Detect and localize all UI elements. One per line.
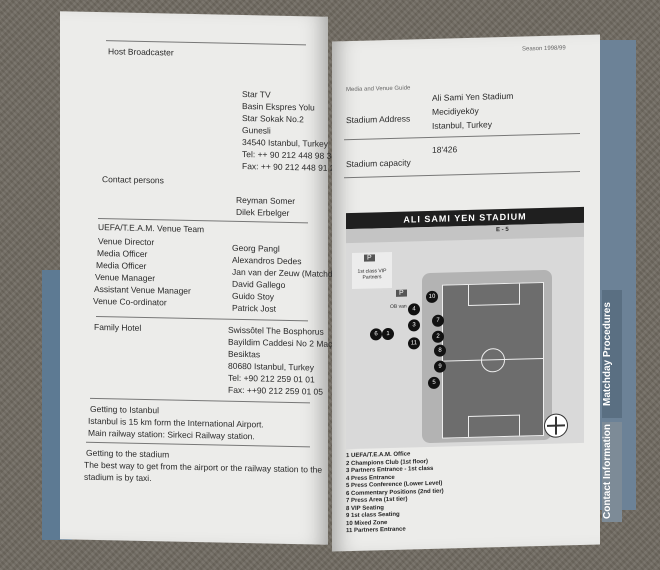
getting-stadium-text: stadium is by taxi. [84, 471, 152, 484]
hotel-address-line: Swissôtel The Bosphorus [228, 324, 324, 337]
contact-name: Reyman Somer [236, 194, 296, 207]
hotel-address-line: 80680 Istanbul, Turkey [228, 360, 315, 373]
map-marker: 3 [408, 319, 420, 332]
season-header: Season 1998/99 [522, 45, 566, 53]
getting-istanbul-title: Getting to Istanbul [90, 403, 159, 416]
stadium-map: ALI SAMI YEN STADIUM E - 5 P 1st class V… [346, 206, 584, 450]
divider [90, 397, 310, 404]
tab-contact-information[interactable]: Contact Information [602, 422, 622, 522]
team-role: Media Officer [96, 259, 147, 272]
parking-icon: P [364, 254, 375, 262]
host-address-line: Star TV [242, 89, 271, 100]
host-address-line: 34540 Istanbul, Turkey [242, 137, 329, 149]
team-member-name: Patrick Jost [232, 302, 276, 314]
hotel-address-line: Bayildim Caddesi No 2 Maçka [228, 336, 342, 350]
address-line: Ali Sami Yen Stadium [432, 90, 514, 103]
hotel-address-line: Fax: ++90 212 259 01 05 [228, 384, 323, 397]
team-member-name: Guido Stoy [232, 290, 275, 302]
parking-label: 1st class VIP Partners [357, 268, 387, 281]
getting-stadium-title: Getting to the stadium [86, 447, 170, 460]
contact-name: Dilek Erbelger [236, 206, 290, 218]
venue-team-label: UEFA/T.E.A.M. Venue Team [98, 221, 205, 235]
team-member-name: Georg Pangl [232, 242, 280, 254]
map-marker: 11 [408, 337, 420, 350]
team-member-name: David Gallego [232, 278, 286, 290]
divider [106, 40, 306, 46]
divider [86, 441, 310, 448]
address-line: Istanbul, Turkey [432, 119, 493, 131]
team-role: Assistant Venue Manager [94, 283, 191, 296]
divider [344, 133, 580, 141]
host-broadcaster-label: Host Broadcaster [108, 46, 174, 58]
legend-item: 11 Partners Entrance [346, 526, 406, 535]
guide-header: Media and Venue Guide [346, 85, 411, 94]
map-marker: 4 [408, 303, 420, 316]
host-address-line: Gunesli [242, 125, 271, 136]
ob-van-label: OB van [390, 303, 407, 310]
stadium-capacity-label: Stadium capacity [346, 157, 411, 170]
host-address-line: Fax: ++ 90 212 448 91 29 [242, 161, 340, 174]
right-page: Season 1998/99 Media and Venue Guide Sta… [332, 34, 600, 552]
host-address-line: Tel: ++ 90 212 448 98 34 [242, 149, 337, 161]
tab-matchday-procedures[interactable]: Matchday Procedures [602, 290, 622, 418]
host-address-line: Basin Ekspres Yolu [242, 101, 315, 113]
team-member-name: Alexandros Dedes [232, 254, 302, 267]
contact-persons-label: Contact persons [102, 174, 164, 186]
stadium-capacity-value: 18'426 [432, 144, 458, 155]
map-marker: 6 [370, 328, 382, 341]
map-marker: 1 [382, 327, 394, 341]
team-role: Venue Director [98, 235, 155, 248]
getting-istanbul-text: Main railway station: Sirkeci Railway st… [88, 427, 255, 442]
stadium-address-label: Stadium Address [346, 113, 411, 126]
team-role: Venue Co-ordinator [93, 295, 167, 308]
hotel-address-line: Tel: +90 212 259 01 01 [228, 372, 315, 385]
football-pitch [442, 281, 544, 439]
divider [96, 315, 308, 322]
hotel-address-line: Besiktas [228, 348, 261, 360]
team-role: Media Officer [97, 247, 148, 260]
road-label: E - 5 [496, 226, 509, 234]
team-role: Venue Manager [95, 271, 156, 284]
host-address-line: Star Sokak No.2 [242, 113, 304, 125]
parking-icon: P [396, 289, 407, 297]
divider [344, 171, 580, 179]
compass-icon [544, 413, 568, 438]
family-hotel-label: Family Hotel [94, 321, 142, 333]
address-line: Mecidiyeköy [432, 105, 479, 117]
